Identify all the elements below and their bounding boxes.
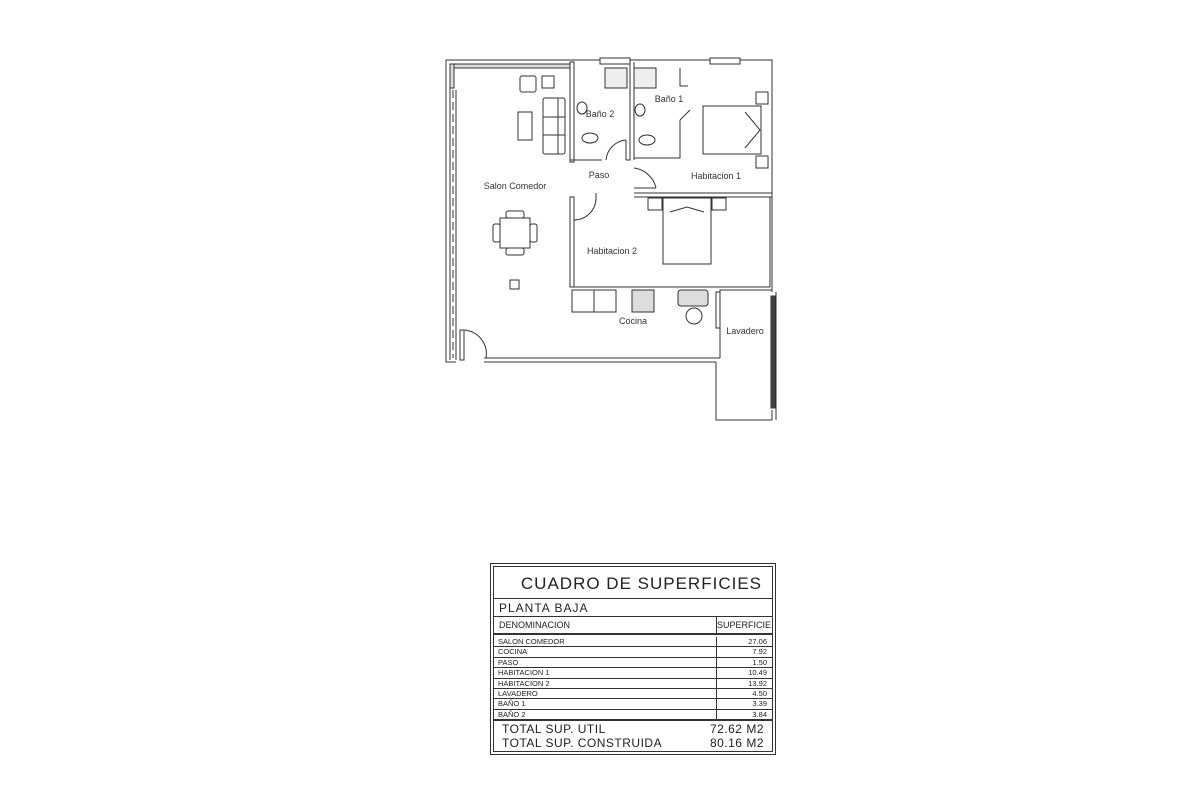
label-habitacion-2: Habitacion 2 <box>586 246 638 256</box>
row-area-value: 13.92 <box>748 678 767 688</box>
row-area-value: 1.50 <box>752 657 767 667</box>
table-header: DENOMINACION SUPERFICIE <box>494 617 772 635</box>
walls-hab2 <box>569 193 771 288</box>
entrance-door <box>459 329 487 361</box>
table-row: HABITACION 2 13.92 <box>494 678 772 689</box>
label-salon-comedor: Salon Comedor <box>483 181 547 191</box>
total-construida-label: TOTAL SUP. CONSTRUIDA <box>502 736 663 750</box>
total-util: TOTAL SUP. UTIL 72.62 M2 <box>494 723 772 735</box>
label-habitacion-1: Habitacion 1 <box>690 171 742 181</box>
living-furniture <box>517 75 566 155</box>
walls-bano1 <box>633 68 691 189</box>
walls-hab1 <box>599 57 772 198</box>
row-area-value: 4.50 <box>752 688 767 698</box>
row-name: LAVADERO <box>498 688 538 698</box>
table-title: CUADRO DE SUPERFICIES <box>494 567 772 599</box>
row-area-value: 3.39 <box>752 699 767 709</box>
salon-window-left <box>449 63 571 360</box>
surface-table: CUADRO DE SUPERFICIES PLANTA BAJA DENOMI… <box>490 563 776 755</box>
row-area: 10.49 <box>716 668 769 678</box>
total-construida: TOTAL SUP. CONSTRUIDA 80.16 M2 <box>494 737 772 749</box>
row-name: COCINA <box>498 647 528 657</box>
header-denominacion: DENOMINACION <box>499 620 571 630</box>
row-name: HABITACION 1 <box>498 668 550 678</box>
row-area-value: 10.49 <box>748 668 767 678</box>
bathroom-fixtures <box>576 67 657 146</box>
row-name: HABITACION 2 <box>498 678 550 688</box>
table-totals: TOTAL SUP. UTIL 72.62 M2 TOTAL SUP. CONST… <box>494 720 772 752</box>
dining-table <box>492 210 538 290</box>
table-row: BAÑO 1 3.39 <box>494 699 772 710</box>
kitchen-furniture <box>571 289 721 329</box>
bed-hab1 <box>702 91 769 169</box>
label-lavadero: Lavadero <box>726 326 764 336</box>
table-rows: SALON COMEDOR 27.06 COCINA 7.92 PASO 1.50 H… <box>494 637 772 721</box>
total-util-label: TOTAL SUP. UTIL <box>502 722 606 736</box>
row-name: BAÑO 1 <box>498 699 526 709</box>
row-area: 3.39 <box>716 699 769 709</box>
table-row: PASO 1.50 <box>494 657 772 669</box>
label-paso: Paso <box>588 170 610 180</box>
total-construida-value: 80.16 M2 <box>709 736 764 750</box>
bed-hab2 <box>647 197 727 265</box>
row-area-value: 7.92 <box>752 647 767 657</box>
row-area: 7.92 <box>716 647 769 657</box>
row-name: SALON COMEDOR <box>498 637 565 646</box>
table-subtitle: PLANTA BAJA <box>494 599 772 617</box>
total-util-value: 72.62 M2 <box>709 722 764 736</box>
row-area: 13.92 <box>716 678 769 688</box>
table-row: HABITACION 1 10.49 <box>494 668 772 679</box>
row-area-value: 3.84 <box>752 709 767 719</box>
row-area: 1.50 <box>716 657 769 668</box>
outer-walls <box>445 59 777 421</box>
table-row: BAÑO 2 3.84 <box>494 709 772 721</box>
label-cocina: Cocina <box>618 316 648 326</box>
row-area: 27.06 <box>716 637 769 647</box>
table-row: LAVADERO 4.50 <box>494 688 772 700</box>
row-area-value: 27.06 <box>748 637 767 646</box>
label-bano-2: Baño 2 <box>585 109 615 119</box>
row-area: 3.84 <box>716 709 769 720</box>
table-row: SALON COMEDOR 27.06 <box>494 637 772 648</box>
table-row: COCINA 7.92 <box>494 647 772 658</box>
row-name: PASO <box>498 657 519 667</box>
lavadero-window <box>770 295 776 409</box>
label-bano-1: Baño 1 <box>654 94 684 104</box>
row-area: 4.50 <box>716 688 769 699</box>
header-superficie: SUPERFICIE <box>716 617 771 633</box>
row-name: BAÑO 2 <box>498 709 526 719</box>
